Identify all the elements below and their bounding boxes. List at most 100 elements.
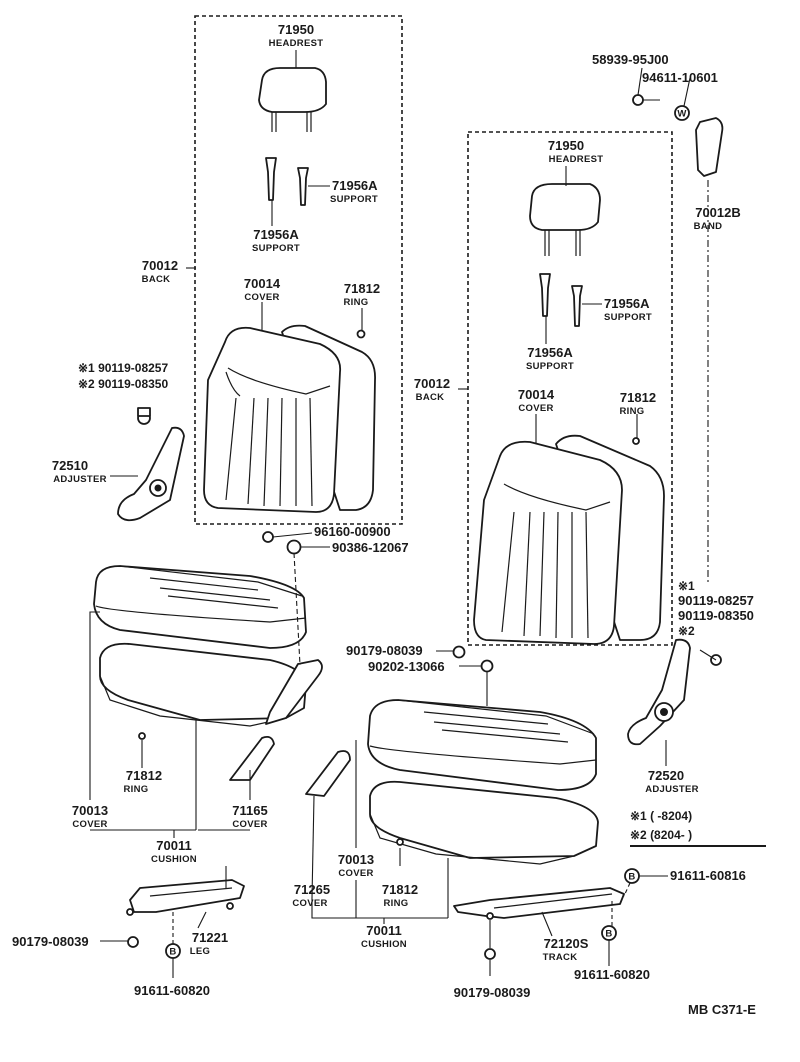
nut-e-part bbox=[127, 936, 139, 948]
cushion-2-pad-drawing bbox=[369, 780, 599, 865]
back-1-number: 70012 bbox=[142, 258, 178, 273]
back-1-name: BACK bbox=[142, 274, 171, 285]
leg-name: LEG bbox=[190, 946, 210, 957]
support-1a-number: 71956A bbox=[332, 178, 378, 193]
cover-5-name: COVER bbox=[338, 868, 373, 879]
cover-6-name: COVER bbox=[292, 898, 327, 909]
band-number: 70012B bbox=[695, 205, 741, 220]
back-group-box-left bbox=[194, 15, 403, 525]
cover-6-number: 71265 bbox=[294, 882, 330, 897]
adjuster-2-number: 72520 bbox=[648, 768, 684, 783]
ring-1-number: 71812 bbox=[344, 281, 380, 296]
bolt-h-number: 91611-60820 bbox=[574, 967, 650, 982]
track-name: TRACK bbox=[543, 952, 578, 963]
support-2a-number: 71956A bbox=[604, 296, 650, 311]
support-2-drawing bbox=[539, 273, 583, 327]
bolt-h-marker-label: B bbox=[605, 929, 612, 940]
bolt-g-number: 91611-60816 bbox=[670, 868, 746, 883]
band-drawing bbox=[695, 117, 724, 177]
cover-2-number: 70014 bbox=[518, 387, 555, 402]
leg-number: 71221 bbox=[192, 930, 228, 945]
bolt-2b-number: 90119-08350 bbox=[678, 608, 754, 623]
track-drawing bbox=[453, 887, 625, 920]
headrest-2-number: 71950 bbox=[548, 138, 584, 153]
footnote-2: ※2 (8204- ) bbox=[630, 828, 692, 842]
support-1a-name: SUPPORT bbox=[330, 194, 378, 205]
back-2-name: BACK bbox=[416, 392, 445, 403]
bolt-g-marker-label: B bbox=[628, 872, 635, 883]
support-2b-number: 71956A bbox=[527, 345, 573, 360]
nut-d-part bbox=[480, 659, 494, 673]
cover-1-number: 70014 bbox=[244, 276, 281, 291]
nut-b-number: 90386-12067 bbox=[332, 540, 409, 555]
ring-1-part bbox=[356, 329, 366, 339]
cushion-1-cover-drawing bbox=[93, 565, 307, 649]
headrest-1-number: 71950 bbox=[278, 22, 314, 37]
diagram-code: MB C371-E bbox=[688, 1002, 756, 1017]
band-name: BAND bbox=[694, 221, 723, 232]
cushion-2-cover-drawing bbox=[367, 699, 597, 791]
bolt-f-marker-label: B bbox=[169, 947, 176, 958]
cushion-1-number: 70011 bbox=[156, 838, 191, 853]
adjuster-2-drawing bbox=[627, 638, 691, 746]
nut-e-number: 90179-08039 bbox=[12, 934, 89, 949]
cover-3-name: COVER bbox=[72, 819, 107, 830]
adjuster-2-name: ADJUSTER bbox=[645, 784, 699, 795]
nut-c-number: 90179-08039 bbox=[346, 643, 423, 658]
nut-c-part bbox=[452, 645, 466, 659]
cover-5-number: 70013 bbox=[338, 852, 374, 867]
adjuster-1-name: ADJUSTER bbox=[53, 474, 107, 485]
ring-2-part bbox=[632, 437, 640, 445]
ring-3-name: RING bbox=[124, 784, 149, 795]
support-1b-number: 71956A bbox=[253, 227, 299, 242]
cover-3-number: 70013 bbox=[72, 803, 108, 818]
washer-marker-label: W bbox=[677, 109, 686, 120]
cover-4-number: 71165 bbox=[232, 803, 267, 818]
cover-1-name: COVER bbox=[244, 292, 279, 303]
ring-4-number: 71812 bbox=[382, 882, 418, 897]
ring-4-name: RING bbox=[384, 898, 409, 909]
bolt-2a-number: 90119-08257 bbox=[678, 593, 754, 608]
headrest-2-drawing bbox=[529, 183, 601, 256]
cover-2-name: COVER bbox=[518, 403, 553, 414]
washer-top-marker bbox=[674, 105, 690, 121]
seat-back-1-drawing bbox=[203, 324, 376, 513]
cushion-1-name: CUSHION bbox=[151, 854, 197, 865]
support-2a-name: SUPPORT bbox=[604, 312, 652, 323]
nut-d-number: 90202-13066 bbox=[368, 659, 445, 674]
support-2b-name: SUPPORT bbox=[526, 361, 574, 372]
bracket-1-drawing bbox=[265, 659, 323, 725]
cushion-2-number: 70011 bbox=[366, 923, 401, 938]
back-2-number: 70012 bbox=[414, 376, 450, 391]
headrest-2-name: HEADREST bbox=[549, 154, 604, 165]
support-1b-name: SUPPORT bbox=[252, 243, 300, 254]
footnote-1: ※1 ( -8204) bbox=[630, 809, 692, 823]
cover-6-part bbox=[305, 750, 351, 797]
leg-drawing bbox=[126, 879, 245, 916]
bolt-1b-number: ※2 90119-08350 bbox=[78, 377, 168, 391]
cushion-2-name: CUSHION bbox=[361, 939, 407, 950]
ring-3-number: 71812 bbox=[126, 768, 162, 783]
nut-b-part bbox=[286, 539, 302, 555]
ring-4-part bbox=[396, 838, 404, 846]
bolt-1a-number: ※1 90119-08257 bbox=[78, 361, 168, 375]
nut-a-part bbox=[262, 531, 274, 543]
cushion-1-pad-drawing bbox=[99, 642, 307, 727]
bolt-top-number: 58939-95J00 bbox=[592, 52, 669, 67]
bolt-top-part bbox=[632, 94, 644, 106]
ring-2-number: 71812 bbox=[620, 390, 656, 405]
ring-1-name: RING bbox=[344, 297, 369, 308]
leader-lines bbox=[89, 50, 717, 978]
washer-top-number: 94611-10601 bbox=[642, 70, 718, 85]
mark-1-label: ※1 bbox=[678, 579, 695, 593]
headrest-1-drawing bbox=[258, 67, 327, 132]
adjuster-1-drawing bbox=[117, 407, 185, 522]
track-number: 72120S bbox=[544, 936, 589, 951]
cover-4-name: COVER bbox=[232, 819, 267, 830]
seat-back-2-drawing bbox=[473, 434, 665, 645]
nut-i-part bbox=[484, 948, 496, 960]
nut-a-number: 96160-00900 bbox=[314, 524, 391, 539]
nut-i-number: 90179-08039 bbox=[454, 985, 531, 1000]
ring-3-part bbox=[138, 732, 146, 740]
